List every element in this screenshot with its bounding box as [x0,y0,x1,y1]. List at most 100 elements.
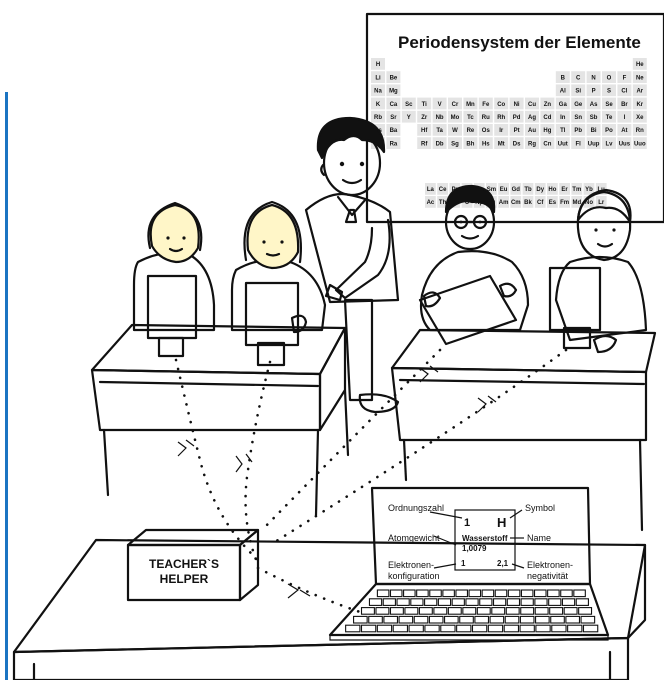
keyboard-key [550,615,565,624]
element-cell [401,97,416,110]
element-symbol-text: Md [572,200,581,206]
element-symbol-text: Au [528,128,536,134]
element-symbol-text: Cn [543,141,551,147]
element-cell [417,110,432,123]
element-symbol-text: Yb [585,187,593,193]
keyboard-key [389,607,404,615]
element-cell [498,196,509,208]
element-symbol-text: Re [467,128,475,134]
element-symbol-text: Xe [636,115,644,121]
element-symbol-text: U [465,200,469,206]
teacher-desk [12,538,647,680]
keyboard-key [408,624,424,633]
element-cell [540,124,555,136]
tablet-2 [244,281,300,347]
keyboard-key [345,624,361,633]
element-cell [448,137,462,149]
keyboard-key [520,598,534,606]
element-card: 1 H Wasserstoff 1,0079 1 2,1 [454,509,516,571]
keyboard-key [560,589,573,598]
element-symbol-text: Rb [374,115,382,121]
element-cell [586,124,601,136]
element-symbol-text: Ac [427,200,435,206]
element-cell [583,196,595,208]
element-cell [571,124,586,136]
element-cell [510,183,522,195]
element-cell [417,124,432,136]
element-symbol-text: He [636,62,644,68]
element-symbol-text: Ge [574,102,583,108]
element-cell [555,71,570,83]
keyboard-key [534,607,549,615]
element-cell [386,84,401,97]
keyboard-key [489,615,505,624]
element-symbol-text: Sn [574,115,582,121]
keyboard-key [456,624,472,633]
element-symbol-text: Cd [543,115,551,121]
element-symbol-text: Se [605,102,613,108]
element-symbol-text: Ti [422,102,428,108]
element-symbol-text: I [624,115,626,121]
keyboard-key [447,607,462,615]
keyboard-key [547,589,560,598]
element-symbol-text: Bi [591,128,597,134]
element-cell [494,124,509,136]
signal-chevron-icon [177,439,195,457]
laptop: 1 H Wasserstoff 1,0079 1 2,1 Ordnungszah… [328,486,610,641]
element-cell [510,196,522,208]
helper-label-line2: HELPER [160,572,209,586]
keyboard-key [437,598,452,606]
element-cell [571,84,586,97]
element-cell [602,137,616,149]
element-cell [386,137,401,149]
element-cell [602,71,616,83]
element-symbol-text: Hs [482,141,490,147]
element-symbol-text: Pt [514,128,520,134]
keyboard-key [481,589,495,598]
element-cell [448,110,462,123]
element-symbol-text: Uut [558,141,568,147]
element-cell [425,196,436,208]
keyboard-key [410,598,424,606]
element-cell [547,183,558,195]
element-cell [509,110,524,123]
element-symbol-text: Os [482,128,491,134]
element-symbol-text: As [590,102,598,108]
label-atomgewicht: Atomgewicht [388,533,440,543]
element-cell [632,97,647,110]
keyboard-key [551,624,567,633]
label-ordnungszahl: Ordnungszahl [388,503,444,513]
element-cell [602,97,616,110]
element-symbol-text: Zn [544,102,552,108]
element-symbol-text: Db [436,141,444,147]
dotted-signal-line [244,360,272,567]
element-symbol-text: V [438,102,442,108]
element-symbol-text: Ce [439,187,447,193]
keyboard-key [503,624,520,633]
student-desk-right [390,328,657,532]
laptop-keyboard [345,589,599,633]
keyboard-key [424,598,438,606]
element-symbol-text: Fm [560,200,569,206]
element-symbol-text: No [585,200,593,206]
element-symbol-text: H [376,62,380,68]
element-symbol-text: Ar [636,89,643,95]
element-symbol-text: Co [497,102,505,108]
element-cell [371,97,385,110]
keyboard-key [578,607,593,615]
keyboard-key [459,615,474,624]
keyboard-key [535,624,551,633]
signal-chevron-icon [235,453,253,473]
keyboard-key [368,598,383,606]
element-cell [525,137,539,149]
keyboard-key [428,615,444,624]
keyboard-key [582,624,599,633]
element-cell [547,196,558,208]
element-cell [386,110,401,123]
element-cell [586,84,601,97]
keyboard-key [440,624,456,633]
student-boy-blue [548,188,648,354]
keyboard-key [561,598,576,606]
keyboard-key [573,589,586,598]
element-symbol-text: Y [407,115,411,121]
